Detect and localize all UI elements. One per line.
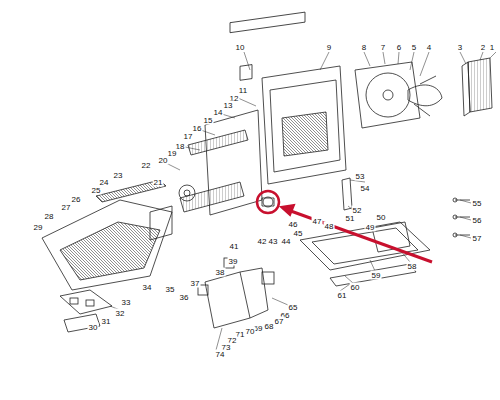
callout-number: 28 [44,212,55,221]
callout-number: 68 [264,322,275,331]
callout-number: 32 [115,309,126,318]
callout-number: 22 [141,161,152,170]
callout-number: 8 [361,43,367,52]
callout-number: 60 [350,283,361,292]
callout-number: 44 [281,237,292,246]
callout-number: 6 [396,43,402,52]
callout-number: 20 [158,156,169,165]
callout-number: 49 [365,223,376,232]
callout-number: 37 [190,279,201,288]
parts [42,12,496,350]
callout-number: 61 [337,291,348,300]
callout-number: 67 [274,317,285,326]
callout-number: 10 [235,43,246,52]
callout-number: 27 [61,203,72,212]
callout-number: 35 [165,285,176,294]
callout-number: 50 [376,213,387,222]
callout-number: 54 [360,184,371,193]
callout-number: 15 [203,116,214,125]
callout-number: 70 [245,327,256,336]
callout-number: 21 [153,178,164,187]
callout-number: 17 [183,132,194,141]
callout-number: 48 [324,222,335,231]
callout-number: 39 [228,257,239,266]
callout-number: 13 [223,101,234,110]
callout-number: 7 [380,43,386,52]
callout-number: 4 [426,43,432,52]
callout-number: 26 [71,195,82,204]
callout-number: 56 [472,216,483,225]
callout-number: 41 [229,242,240,251]
callout-number: 25 [91,186,102,195]
callout-number: 51 [345,214,356,223]
callout-number: 43 [268,237,279,246]
callout-number: 1 [489,43,495,52]
highlight [257,191,432,262]
callout-number: 74 [215,350,226,359]
callout-number: 14 [213,108,224,117]
callout-number: 2 [480,43,486,52]
callout-number: 58 [407,262,418,271]
callout-number: 42 [257,237,268,246]
callout-number: 52 [352,206,363,215]
callout-number: 59 [371,271,382,280]
callout-number: 5 [411,43,417,52]
callout-number: 36 [179,293,190,302]
callout-number: 46 [288,220,299,229]
callout-number: 29 [33,223,44,232]
callout-number: 38 [215,268,226,277]
callout-number: 55 [472,199,483,208]
callout-number: 31 [101,317,112,326]
callout-number: 45 [293,229,304,238]
callout-number: 53 [355,172,366,181]
callout-number: 30 [88,323,99,332]
callout-number: 34 [142,283,153,292]
callout-number: 33 [121,298,132,307]
callout-number: 57 [472,234,483,243]
callout-number: 23 [113,171,124,180]
callout-number: 3 [457,43,463,52]
callout-number: 9 [326,43,332,52]
callout-number: 47 [312,217,323,226]
